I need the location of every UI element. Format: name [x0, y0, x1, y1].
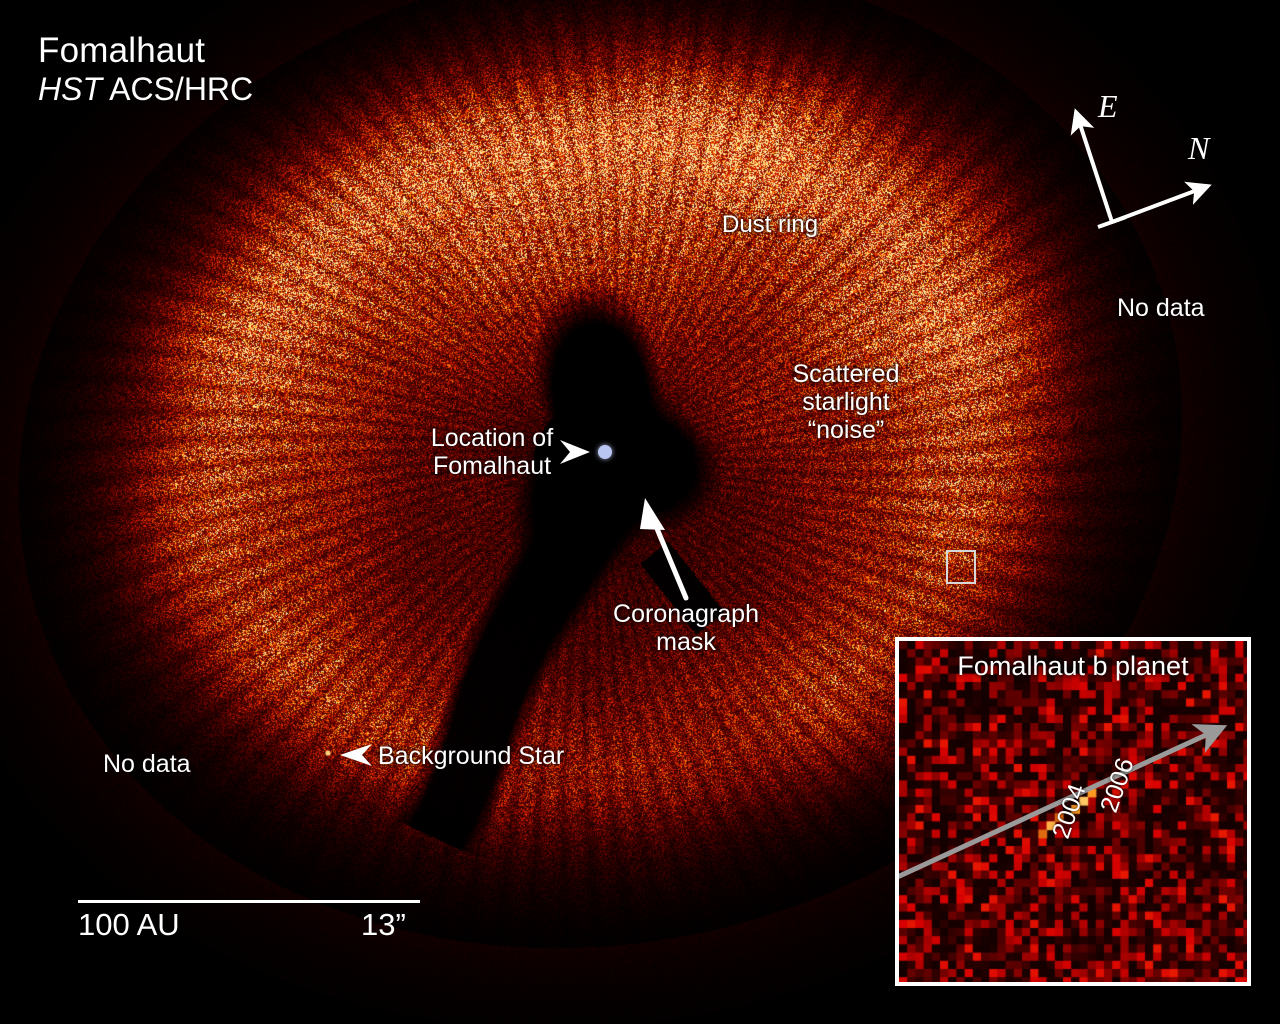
- scale-bar-label-arcsec: 13”: [361, 907, 406, 942]
- label-no-data-left: No data: [103, 750, 191, 778]
- label-coronagraph-mask: Coronagraph mask: [613, 600, 759, 656]
- label-background-star: Background Star: [378, 742, 565, 770]
- figure-title-block: Fomalhaut HST ACS/HRC: [38, 30, 253, 109]
- compass-label-north: N: [1188, 130, 1210, 166]
- fomalhaut-star-marker: [598, 445, 612, 459]
- inset-motion-arrow-overlay: [899, 724, 1228, 879]
- label-no-data-right: No data: [1117, 294, 1205, 322]
- inset-panel-fomalhaut-b: Fomalhaut b planet 2004 2006: [895, 637, 1251, 986]
- label-location-of-fomalhaut: Location of Fomalhaut: [430, 424, 554, 480]
- instrument-telescope-name: HST: [38, 71, 102, 108]
- compass-arrows-icon: [1070, 108, 1212, 229]
- scale-bar-labels: 100 AU 13”: [78, 907, 420, 943]
- scale-bar: 100 AU 13”: [78, 900, 420, 943]
- inset-title: Fomalhaut b planet: [957, 651, 1189, 681]
- inset-heatmap-image: [899, 641, 1247, 982]
- instrument-camera-name: ACS/HRC: [102, 71, 254, 108]
- planet-motion-arrow: [899, 724, 1228, 879]
- page-title: Fomalhaut: [38, 31, 206, 70]
- scale-bar-label-au: 100 AU: [78, 907, 180, 942]
- compass-label-east: E: [1098, 88, 1118, 124]
- label-dust-ring: Dust ring: [722, 211, 819, 238]
- label-scattered-starlight: Scattered starlight “noise”: [792, 360, 900, 444]
- scale-bar-line: [78, 900, 420, 903]
- planet-location-box: [946, 550, 976, 584]
- compass-rose: E N: [1040, 82, 1240, 247]
- instrument-subtitle: HST ACS/HRC: [38, 71, 253, 109]
